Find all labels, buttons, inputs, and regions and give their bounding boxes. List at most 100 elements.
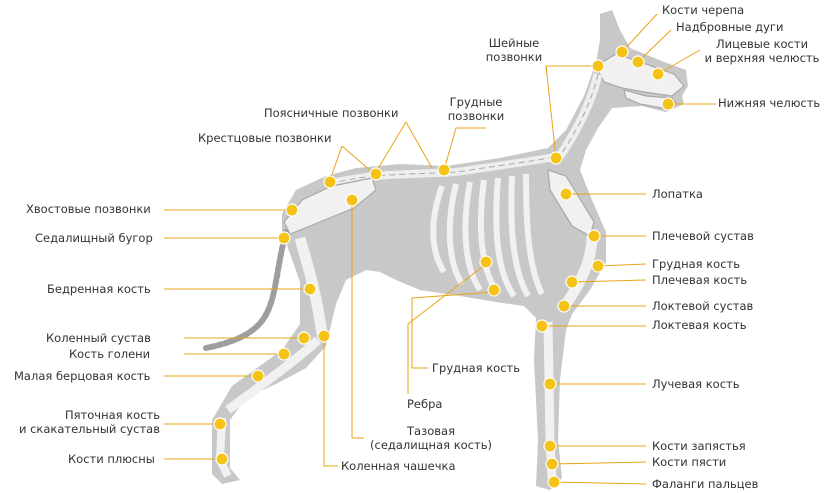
marker-metatarsals [215,452,229,466]
label-facial-bones-line2: и верхняя челюсть [704,51,820,65]
label-knee-joint: Коленный сустав [46,331,151,345]
label-humerus: Плечевая кость [652,273,748,287]
label-ribs: Ребра [407,397,443,411]
marker-fibula [251,369,265,383]
leader-thoracic [443,127,486,171]
marker-humerus [565,275,579,289]
label-tail: Хвостовые позвонки [26,202,151,216]
foreleg-bone [543,321,557,479]
marker-ischial [277,231,291,245]
marker-cervical [591,59,605,73]
marker-cervical-base [549,151,563,165]
label-ulna: Локтевая кость [652,318,747,332]
leader-cervical [545,65,598,70]
rib [430,185,447,274]
label-cervical-line1: Шейные [488,36,540,50]
tail [203,229,289,351]
leader-breastbone [597,263,647,267]
marker-skull [615,45,629,59]
skeleton [215,53,685,479]
femur-bone [294,236,328,335]
tibia-bone [225,336,322,414]
label-skull: Кости черепа [662,3,745,17]
marker-pelvic [345,193,359,207]
marker-scapula [559,187,573,201]
label-metatarsals: Кости плюсны [68,452,155,466]
marker-lumbar [369,167,383,181]
label-sacral: Крестцовые позвонки [198,131,332,145]
label-sternum: Грудная кость [432,361,520,375]
label-phalanges: Фаланги пальцев [652,477,759,491]
leader-sternum [411,291,495,369]
leader-skull [621,13,658,53]
marker-thoracic [437,163,451,177]
marker-shin [277,347,291,361]
leader-sacral [329,145,343,181]
leader-ribs [407,263,487,394]
label-cervical-line2: позвонки [485,50,543,64]
label-shin-bone: Кость голени [69,347,151,361]
rib [462,181,483,292]
marker-breastbone [591,259,605,273]
label-thoracic-line2: позвонки [447,109,505,123]
marker-kneecap [317,329,331,343]
leader-cervical-2 [545,65,557,159]
leader-pelvic [351,200,364,439]
markers [213,45,675,489]
label-lower-jaw: Нижняя челюсть [718,96,821,110]
label-radius: Лучевая кость [652,377,740,391]
label-pelvic-line1: Тазовая [407,424,455,438]
label-breastbone: Грудная кость [652,257,740,271]
label-ischial-tuber: Седалищный бугор [35,231,153,245]
label-facial-bones: Лицевые кости и верхняя челюсть [700,37,824,65]
marker-heel [213,417,227,431]
rib [493,177,517,298]
label-femur: Бедренная кость [47,282,151,296]
marker-shoulder [587,229,601,243]
skull-bone [595,53,685,97]
marker-lower-jaw [661,97,675,111]
label-lumbar: Поясничные позвонки [264,106,399,120]
label-cervical: Шейные позвонки [476,36,552,64]
label-elbow-joint: Локтевой сустав [652,299,754,313]
leader-phalanges [553,481,647,485]
marker-sternum [487,283,501,297]
rib [508,175,531,298]
marker-sacral [323,175,337,189]
leader-brow [637,29,672,63]
label-shoulder-joint: Плечевой сустав [652,229,754,243]
leader-metacarpals [551,461,647,465]
label-thoracic: Грудные позвонки [436,95,516,123]
humerus-bone [561,235,598,308]
marker-carpals [543,439,557,453]
leader-lumbar [375,121,407,173]
marker-knee [297,331,311,345]
rib [523,173,545,296]
marker-ribs [479,255,493,269]
label-kneecap: Коленная чашечка [341,459,456,473]
label-metacarpals: Кости пясти [652,455,727,469]
marker-facial [651,67,665,81]
marker-phalanges [547,475,561,489]
label-pelvic-line2: (седалищная кость) [370,438,492,452]
marker-ulna [535,319,549,333]
leader-kneecap [323,336,338,467]
label-heel: Пяточная кость и скакательный сустав [8,408,160,436]
marker-brow [631,55,645,69]
label-scapula: Лопатка [652,187,703,201]
neck-spine-outline [559,73,599,157]
label-carpals: Кости запястья [652,439,746,453]
marker-elbow [557,299,571,313]
label-pelvic: Тазовая (седалищная кость) [356,424,506,452]
label-fibula: Малая берцовая кость [14,369,151,383]
label-brow-ridges: Надбровные дуги [676,20,784,34]
leader-humerus [571,279,647,283]
label-thoracic-line1: Грудные [449,95,503,109]
label-heel-line2: и скакательный сустав [18,422,160,436]
marker-tail [285,203,299,217]
leader-sacral-2 [341,145,373,173]
marker-metacarpals [545,457,559,471]
leader-facial [657,49,701,75]
leader-lumbar-2 [405,121,433,169]
